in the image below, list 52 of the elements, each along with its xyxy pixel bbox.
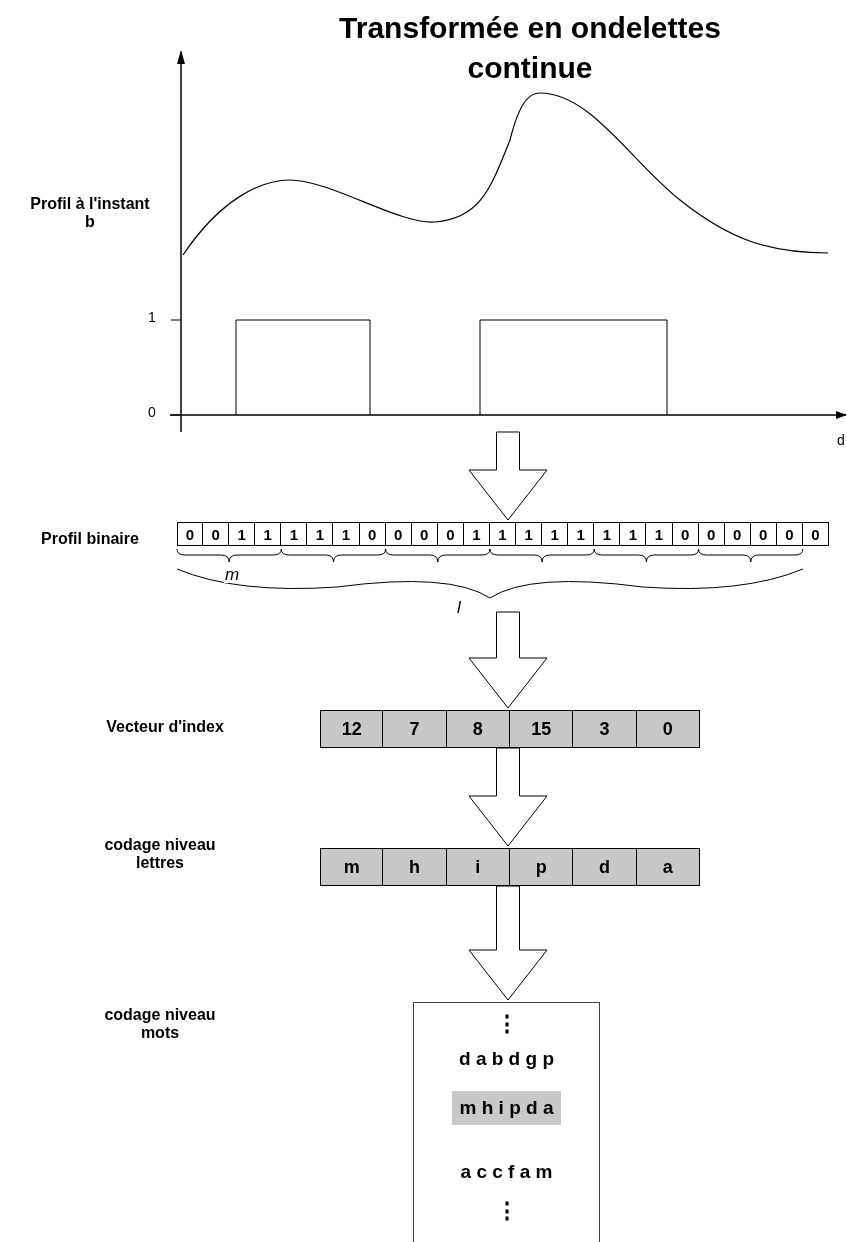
index-cell: 12 (320, 710, 384, 748)
ellipsis-mark: ⋮ (495, 1198, 518, 1224)
digit-cell: 0 (802, 522, 829, 546)
diagram-title: Transformée en ondelettes continue (338, 10, 722, 86)
letter-cell: d (573, 848, 637, 886)
digit-cell: 1 (542, 522, 569, 546)
index-cell: 7 (383, 710, 447, 748)
index-cell: 8 (446, 710, 510, 748)
tick-label: 0 (148, 404, 156, 420)
word-code: d a b d g p (459, 1048, 554, 1070)
digit-cell: 0 (359, 522, 386, 546)
letter-cell: a (636, 848, 700, 886)
digit-cell: 0 (672, 522, 699, 546)
digit-cell: 1 (516, 522, 543, 546)
row-label: codage niveau lettres (103, 836, 217, 872)
word-code: a c c f a m (460, 1161, 553, 1183)
digit-cell: 0 (385, 522, 412, 546)
digit-cell: 0 (776, 522, 803, 546)
letter-cell: h (383, 848, 447, 886)
digit-cell: 1 (489, 522, 517, 546)
digit-cell: 0 (411, 522, 438, 546)
digit-cell: 1 (255, 522, 282, 546)
ellipsis-mark: ⋮ (495, 1011, 518, 1037)
letter-cell: p (510, 848, 574, 886)
digit-cell: 1 (307, 522, 334, 546)
index-cell: 15 (510, 710, 574, 748)
brace-label: l (456, 599, 462, 616)
digit-cell: 1 (594, 522, 621, 546)
index-cell: 3 (573, 710, 637, 748)
digit-cell: 0 (203, 522, 230, 546)
digit-cell: 1 (281, 522, 308, 546)
row-label: Profil à l'instant b (30, 195, 150, 231)
highlighted-word-code: m h i p d a (451, 1091, 562, 1125)
digit-cell: 0 (724, 522, 751, 546)
digit-cell: 0 (698, 522, 725, 546)
letter-cell: m (320, 848, 384, 886)
letter-cell: i (446, 848, 510, 886)
digit-cell: 1 (463, 522, 490, 546)
digit-cell: 1 (229, 522, 256, 546)
digit-cell: 1 (620, 522, 647, 546)
row-label: Vecteur d'index (105, 718, 225, 736)
tick-label: 1 (148, 309, 156, 325)
digit-cell: 0 (750, 522, 777, 546)
axis-label: d (837, 432, 845, 448)
digit-cell: 1 (568, 522, 595, 546)
digit-cell: 0 (177, 522, 204, 546)
digit-cell: 1 (646, 522, 673, 546)
digit-cell: 1 (333, 522, 360, 546)
row-label: Profil binaire (40, 530, 140, 548)
digit-cell: 0 (437, 522, 464, 546)
index-cell: 0 (636, 710, 700, 748)
row-label: codage niveau mots (103, 1006, 217, 1042)
